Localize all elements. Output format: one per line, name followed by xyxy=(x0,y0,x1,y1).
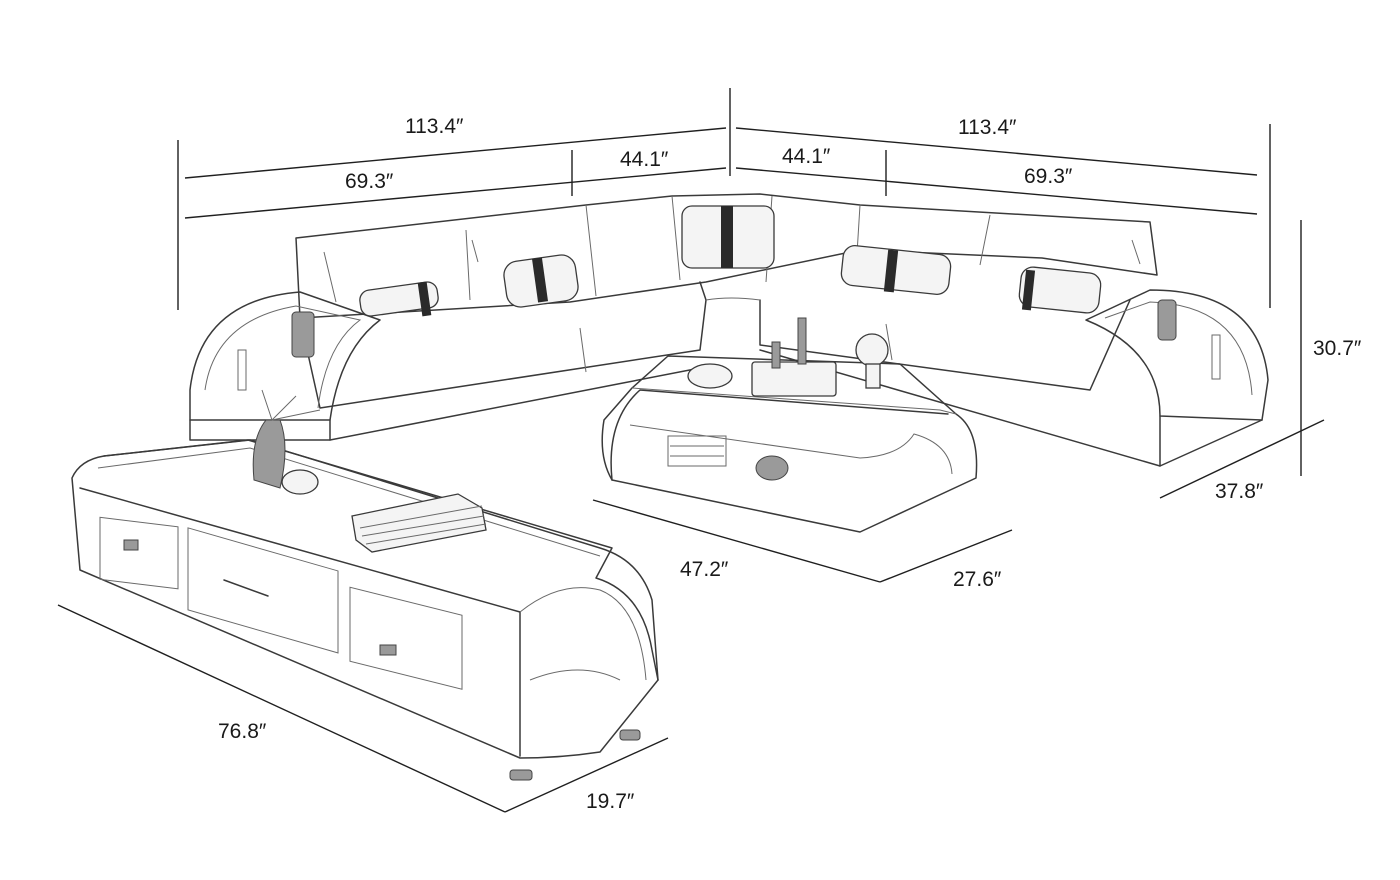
dimension-labels: 113.4″ 69.3″ 44.1″ 113.4″ 44.1″ 69.3″ 30… xyxy=(218,115,1362,813)
label-sofa-height: 30.7″ xyxy=(1313,337,1362,360)
label-tv-stand-depth: 19.7″ xyxy=(586,790,635,813)
label-sofa-left-long: 69.3″ xyxy=(345,170,394,193)
label-sofa-depth: 37.8″ xyxy=(1215,480,1264,503)
sectional-sofa-drawing xyxy=(189,193,1269,467)
coffee-table-length-line xyxy=(592,499,881,583)
label-tv-stand-length: 76.8″ xyxy=(218,720,267,743)
coffee-table-width-line xyxy=(879,529,1013,583)
tv-stand-drawing xyxy=(71,389,659,781)
left-segment-dimension-line xyxy=(184,167,727,219)
label-sofa-right-long: 69.3″ xyxy=(1024,165,1073,188)
label-coffee-table-width: 27.6″ xyxy=(953,568,1002,591)
label-sofa-right-corner: 44.1″ xyxy=(782,145,831,168)
right-segment-dimension-line xyxy=(735,167,1258,215)
coffee-table-drawing xyxy=(601,317,978,533)
label-coffee-table-length: 47.2″ xyxy=(680,558,729,581)
dimension-lines xyxy=(57,88,1325,813)
label-sofa-left-total: 113.4″ xyxy=(405,115,464,138)
label-sofa-left-corner: 44.1″ xyxy=(620,148,669,171)
right-total-dimension-line xyxy=(735,127,1258,176)
left-total-dimension-line xyxy=(184,127,727,179)
tv-stand-length-line xyxy=(57,604,506,813)
label-sofa-right-total: 113.4″ xyxy=(958,116,1017,139)
tv-stand-depth-line xyxy=(504,737,669,813)
depth-dimension-line xyxy=(1159,419,1325,499)
